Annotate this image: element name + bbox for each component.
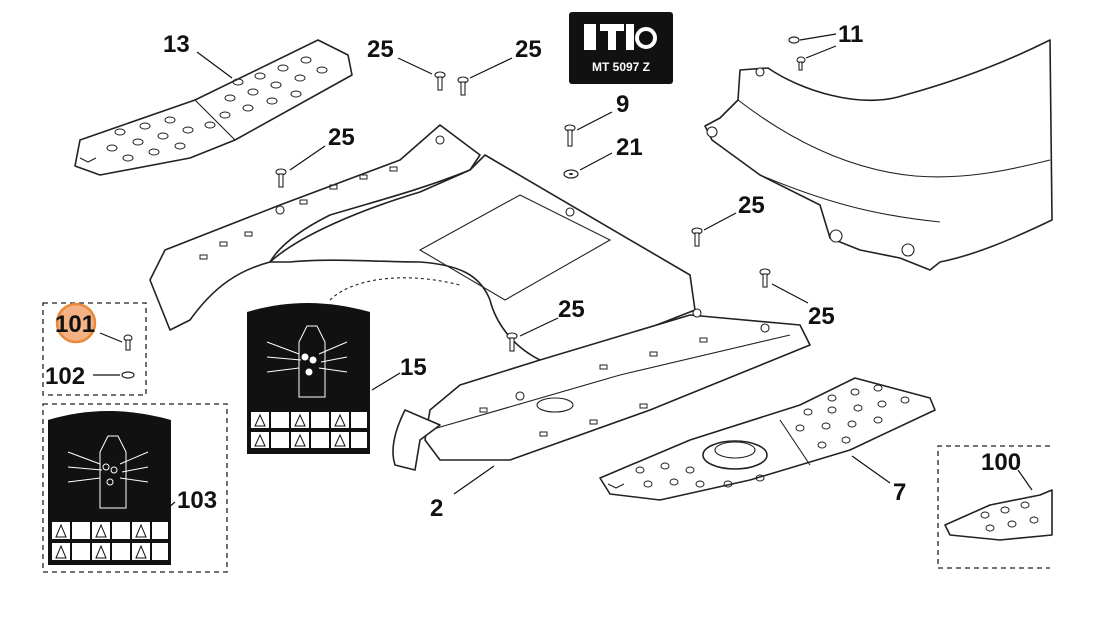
screw-25-d [691, 227, 703, 247]
decal-15 [247, 303, 370, 454]
screw-11 [796, 56, 806, 71]
part-101-102-box [42, 302, 147, 396]
label-9[interactable]: 9 [616, 91, 629, 118]
screw-25-e [759, 268, 771, 288]
label-103[interactable]: 103 [177, 487, 217, 514]
main-body-part [149, 124, 811, 471]
label-25-d[interactable]: 25 [738, 192, 765, 219]
screw-9 [564, 124, 576, 147]
right-footplate-part [599, 377, 936, 501]
label-2[interactable]: 2 [430, 495, 443, 522]
seat-fender-part [704, 39, 1053, 271]
washer-11 [788, 36, 800, 44]
leader-lines [93, 33, 1033, 509]
label-11[interactable]: 11 [838, 21, 863, 48]
decal-103 [48, 411, 171, 565]
label-25-a[interactable]: 25 [367, 36, 394, 63]
label-102[interactable]: 102 [45, 363, 85, 390]
screw-25-f [506, 332, 518, 352]
screw-25-a [434, 71, 446, 91]
washers [121, 36, 800, 379]
left-footplate-part [74, 39, 353, 176]
label-21[interactable]: 21 [616, 134, 643, 161]
screw-101 [123, 334, 133, 351]
badge-code-text: MT 5097 Z [592, 60, 650, 74]
label-101[interactable]: 101 [55, 311, 95, 338]
screw-25-c [275, 168, 287, 188]
label-25-b[interactable]: 25 [515, 36, 542, 63]
model-badge: MT 5097 Z [569, 12, 673, 84]
screws [123, 56, 806, 352]
label-13[interactable]: 13 [163, 31, 190, 58]
label-25-e[interactable]: 25 [808, 303, 835, 330]
label-100[interactable]: 100 [981, 449, 1021, 476]
label-25-f[interactable]: 25 [558, 296, 585, 323]
part-103-box [42, 403, 228, 573]
part-labels: 13 25 25 25 9 21 11 25 25 25 101 102 15 … [45, 21, 1021, 522]
label-25-c[interactable]: 25 [328, 124, 355, 151]
part-100-box [937, 445, 1053, 569]
screw-25-b [457, 76, 469, 96]
label-15[interactable]: 15 [400, 354, 427, 381]
washer-102 [121, 371, 135, 379]
label-7[interactable]: 7 [893, 479, 906, 506]
highlight-101 [55, 302, 97, 344]
